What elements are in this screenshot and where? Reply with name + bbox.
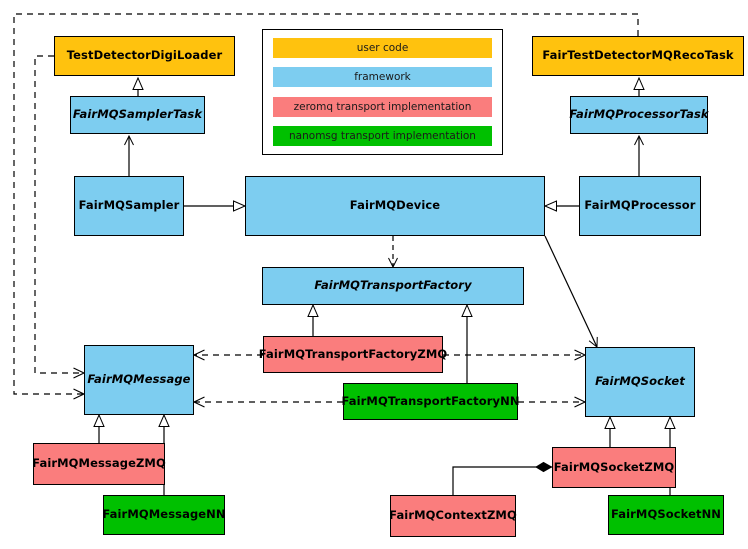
class-label: FairMQSamplerTask [72,107,203,122]
class-label: FairMQTransportFactoryNN [341,393,520,408]
class-label: TestDetectorDigiLoader [66,48,223,63]
class-box-fairmqsocket[interactable]: FairMQSocket [585,347,695,417]
class-label: FairMQContextZMQ [389,508,517,523]
class-label: FairMQSampler [78,198,180,213]
class-label: FairTestDetectorMQRecoTask [542,48,734,63]
class-box-fairmqsocketzmq[interactable]: FairMQSocketZMQ [552,447,676,488]
class-box-fairmqcontextzmq[interactable]: FairMQContextZMQ [389,495,517,537]
class-label: FairMQSocketZMQ [553,459,675,474]
class-box-fairmqsocketnn[interactable]: FairMQSocketNN [608,495,724,535]
class-box-fairmqprocessor[interactable]: FairMQProcessor [579,176,701,236]
class-label: FairMQMessageZMQ [32,456,166,471]
legend-item-nanomsg: nanomsg transport implementation [273,125,492,146]
class-box-fairtestdetectormqrecotask[interactable]: FairTestDetectorMQRecoTask [532,36,744,76]
class-label: FairMQMessageNN [102,507,226,522]
class-label: FairMQDevice [349,198,441,213]
legend-item-user-code: user code [273,38,492,58]
class-label: FairMQTransportFactory [314,278,472,293]
class-label: FairMQProcessor [584,198,696,213]
class-box-fairmqtransportfactoryzmq[interactable]: FairMQTransportFactoryZMQ [259,336,447,373]
legend-label: nanomsg transport implementation [289,129,476,142]
legend: user code framework zeromq transport imp… [262,29,503,155]
legend-label: framework [354,71,411,84]
class-label: FairMQSocket [595,374,685,389]
class-box-fairmqsamplertask[interactable]: FairMQSamplerTask [70,96,205,134]
class-box-fairmqmessagezmq[interactable]: FairMQMessageZMQ [32,443,166,485]
class-label: FairMQSocketNN [610,507,722,522]
class-box-fairmqprocessortask[interactable]: FairMQProcessorTask [569,96,709,134]
class-box-fairmqdevice[interactable]: FairMQDevice [245,176,545,236]
legend-label: zeromq transport implementation [293,100,472,113]
legend-item-framework: framework [273,67,492,88]
class-box-fairmqmessagenn[interactable]: FairMQMessageNN [102,495,226,535]
legend-item-zeromq: zeromq transport implementation [273,96,492,117]
class-label: FairMQTransportFactoryZMQ [258,346,448,361]
class-box-testdetectordigiloader[interactable]: TestDetectorDigiLoader [54,36,235,76]
legend-label: user code [356,42,409,54]
class-box-fairmqtransportfactory[interactable]: FairMQTransportFactory [262,267,524,305]
class-label: FairMQMessage [87,372,191,387]
class-box-fairmqsampler[interactable]: FairMQSampler [74,176,184,236]
class-box-fairmqtransportfactorynn[interactable]: FairMQTransportFactoryNN [341,383,520,420]
class-label: FairMQProcessorTask [569,107,709,122]
class-box-fairmqmessage[interactable]: FairMQMessage [84,345,194,415]
